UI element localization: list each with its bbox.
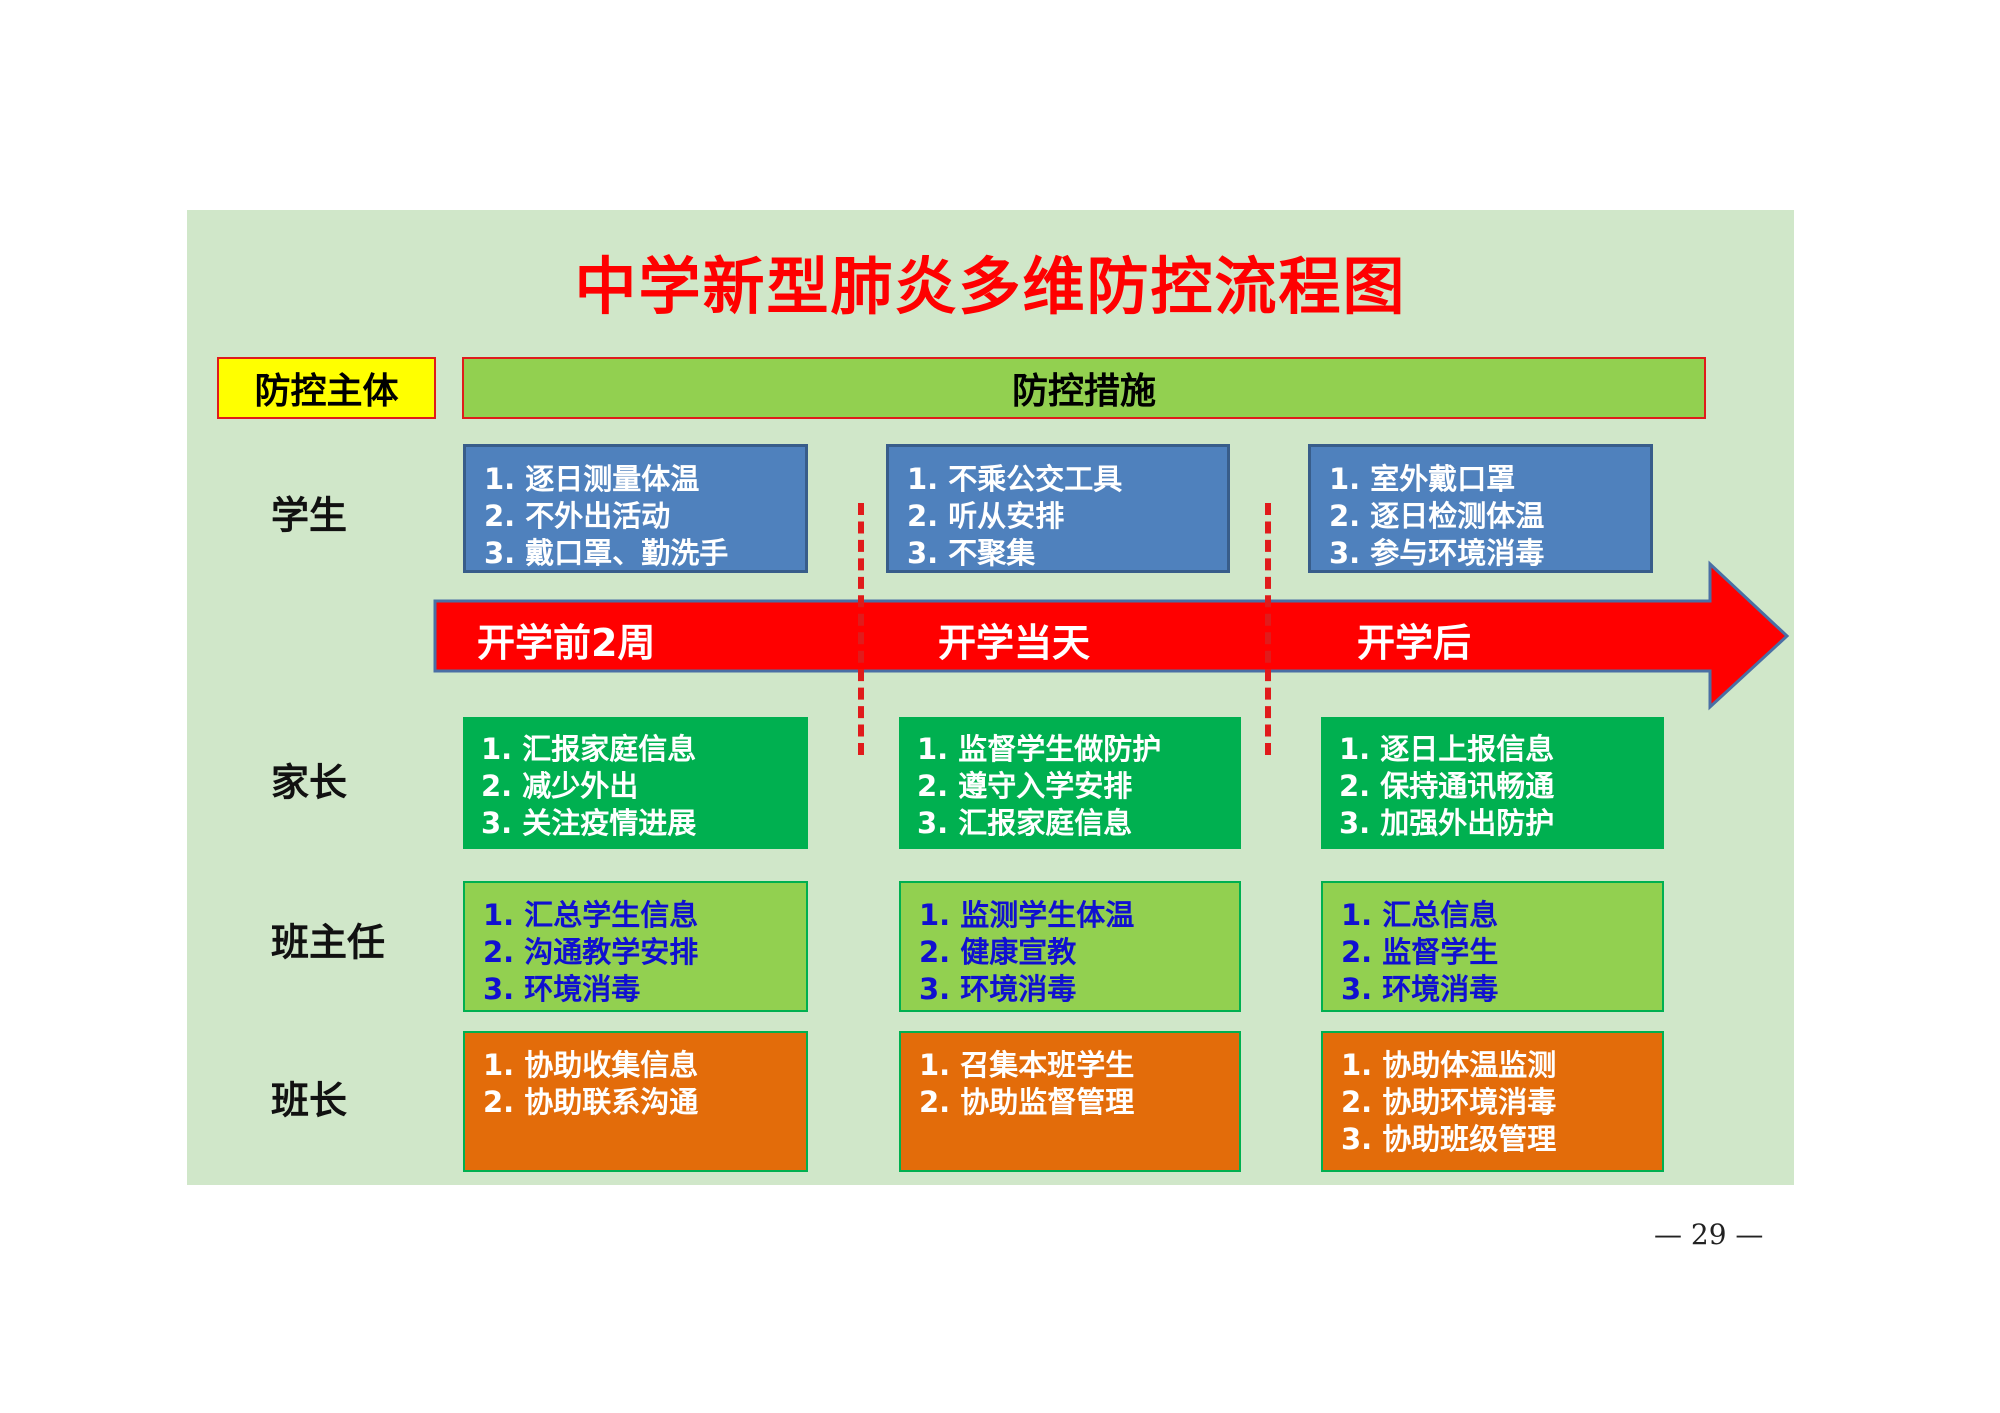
measure-item: 3. 关注疫情进展 bbox=[481, 806, 697, 840]
measure-item: 3. 戴口罩、勤洗手 bbox=[484, 536, 729, 570]
phase-divider bbox=[858, 503, 864, 755]
measure-item: 3. 环境消毒 bbox=[483, 972, 641, 1006]
measure-item: 3. 不聚集 bbox=[907, 536, 1036, 570]
subject-header: 防控主体 bbox=[217, 357, 436, 419]
measure-item: 1. 监督学生做防护 bbox=[917, 732, 1162, 766]
measures-header: 防控措施 bbox=[462, 357, 1706, 419]
measure-item: 2. 健康宣教 bbox=[919, 935, 1077, 969]
measure-item: 1. 汇总学生信息 bbox=[483, 898, 699, 932]
measure-item: 2. 监督学生 bbox=[1341, 935, 1499, 969]
measure-item: 2. 不外出活动 bbox=[484, 499, 671, 533]
row-label-monitors: 班长 bbox=[271, 1078, 348, 1123]
row-label-teachers: 班主任 bbox=[271, 920, 386, 965]
measure-item: 2. 协助联系沟通 bbox=[483, 1085, 699, 1119]
measure-item: 1. 室外戴口罩 bbox=[1329, 462, 1516, 496]
measure-item: 1. 逐日上报信息 bbox=[1339, 732, 1555, 766]
measure-item: 3. 环境消毒 bbox=[1341, 972, 1499, 1006]
measure-item: 1. 召集本班学生 bbox=[919, 1048, 1135, 1082]
measure-item: 2. 保持通讯畅通 bbox=[1339, 769, 1555, 803]
measure-item: 1. 协助体温监测 bbox=[1341, 1048, 1557, 1082]
row-label-students: 学生 bbox=[271, 493, 348, 538]
measure-item: 1. 汇总信息 bbox=[1341, 898, 1499, 932]
measure-item: 1. 不乘公交工具 bbox=[907, 462, 1123, 496]
measure-item: 3. 参与环境消毒 bbox=[1329, 536, 1545, 570]
measure-item: 1. 逐日测量体温 bbox=[484, 462, 700, 496]
phase-label: 开学前2周 bbox=[477, 621, 656, 665]
measure-item: 3. 环境消毒 bbox=[919, 972, 1077, 1006]
measure-item: 2. 听从安排 bbox=[907, 499, 1065, 533]
measure-item: 2. 遵守入学安排 bbox=[917, 769, 1133, 803]
measure-item: 3. 协助班级管理 bbox=[1341, 1122, 1557, 1156]
measure-item: 3. 加强外出防护 bbox=[1339, 806, 1555, 840]
measure-item: 1. 汇报家庭信息 bbox=[481, 732, 697, 766]
measure-item: 2. 协助监督管理 bbox=[919, 1085, 1135, 1119]
measure-item: 1. 协助收集信息 bbox=[483, 1048, 699, 1082]
measure-item: 2. 减少外出 bbox=[481, 769, 639, 803]
phase-label: 开学后 bbox=[1357, 621, 1472, 665]
measure-item: 3. 汇报家庭信息 bbox=[917, 806, 1133, 840]
measure-item: 2. 沟通教学安排 bbox=[483, 935, 699, 969]
measure-item: 2. 协助环境消毒 bbox=[1341, 1085, 1557, 1119]
phase-divider bbox=[1265, 503, 1271, 755]
measure-item: 1. 监测学生体温 bbox=[919, 898, 1135, 932]
chart-title: 中学新型肺炎多维防控流程图 bbox=[574, 250, 1407, 323]
row-label-parents: 家长 bbox=[271, 760, 348, 805]
phase-label: 开学当天 bbox=[938, 621, 1091, 665]
measure-item: 2. 逐日检测体温 bbox=[1329, 499, 1545, 533]
page-number: — 29 — bbox=[1654, 1218, 1764, 1251]
